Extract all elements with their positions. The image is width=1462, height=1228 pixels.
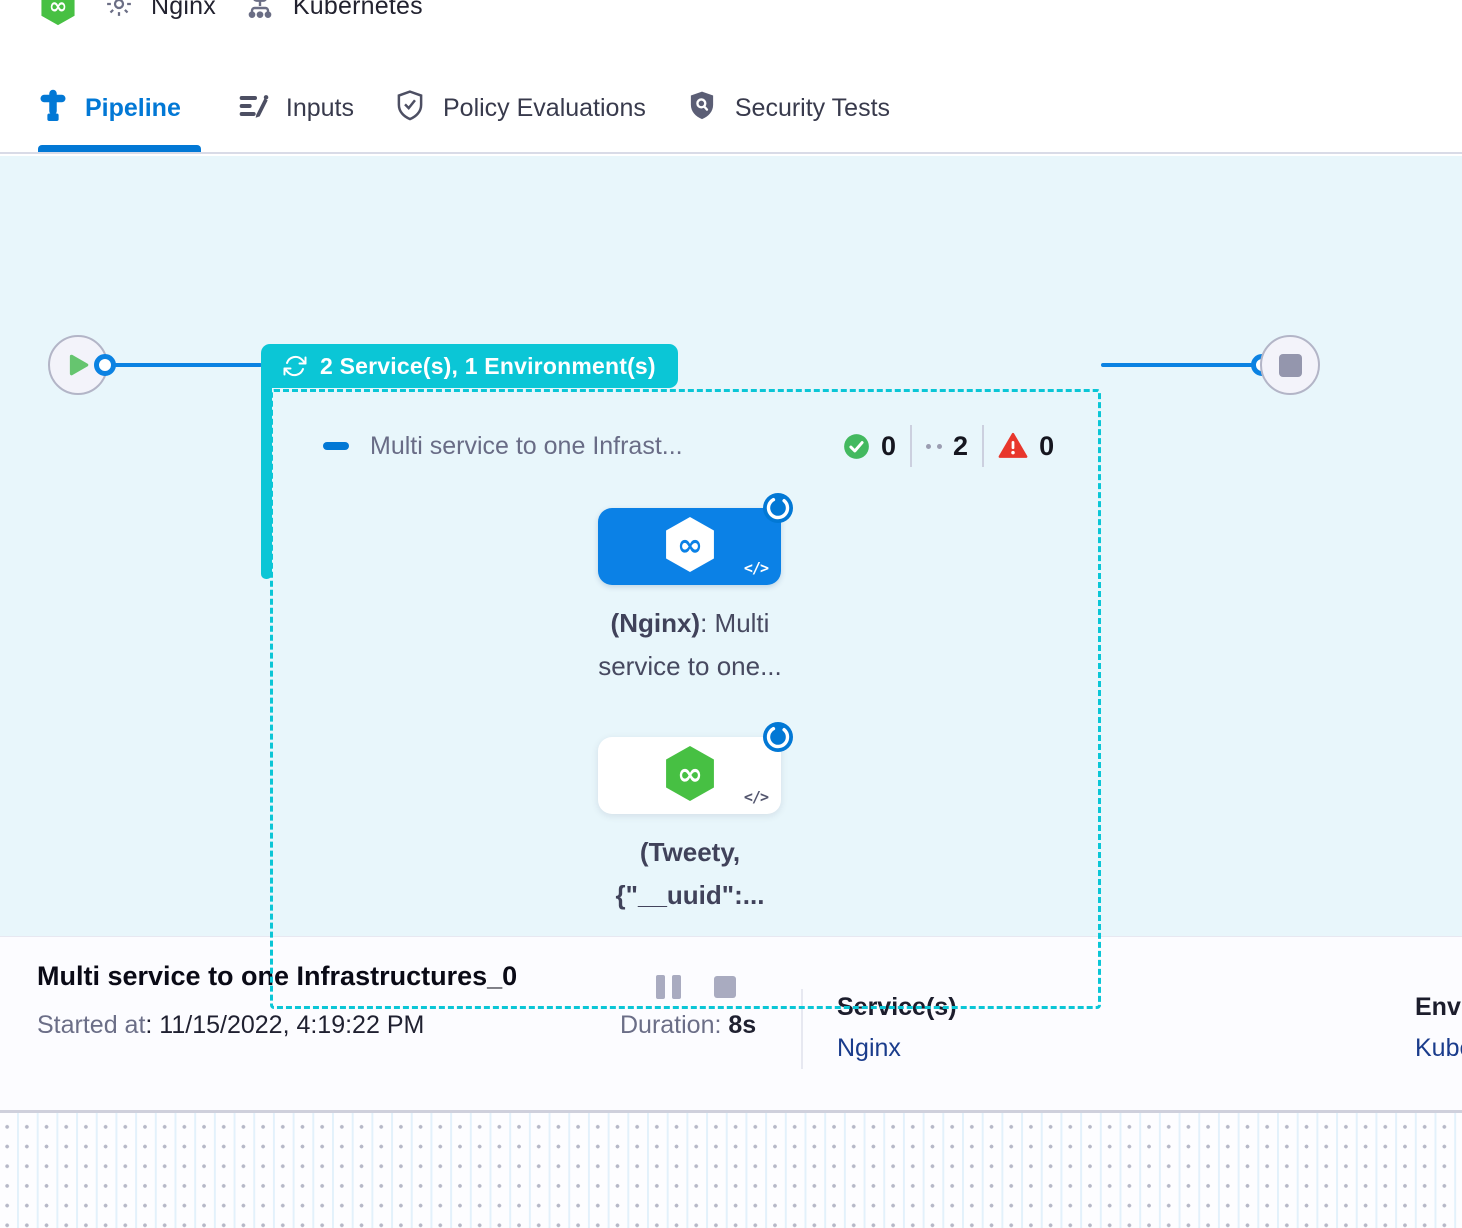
execution-summary-panel: Multi service to one Infrastructures_0 S…	[0, 936, 1462, 1110]
stage-header: Multi service to one Infrast...	[323, 424, 1063, 468]
pipeline-canvas[interactable]: 2 Service(s), 1 Environment(s) Multi ser…	[0, 156, 1462, 1009]
svg-text:∞: ∞	[49, 0, 68, 20]
execution-title: Multi service to one Infrastructures_0	[37, 961, 518, 991]
stage-group-box[interactable]	[270, 389, 1101, 1009]
code-icon: </>	[743, 559, 769, 577]
stage-selection-bar	[261, 370, 272, 579]
edge-start-to-stage	[114, 363, 262, 367]
duration-label: Duration:	[620, 1011, 729, 1039]
services-value-link[interactable]: Nginx	[837, 1034, 901, 1062]
svg-text:∞: ∞	[677, 756, 703, 792]
duration-row: Duration: 8s	[620, 1011, 756, 1040]
started-at-row: Started at: 11/15/2022, 4:19:22 PM	[37, 1011, 424, 1040]
failed-warning-icon	[998, 432, 1028, 460]
start-connector-dot[interactable]	[94, 354, 116, 376]
pause-button[interactable]	[656, 975, 681, 999]
code-icon: </>	[743, 788, 769, 806]
harness-service-icon: ∞	[40, 0, 76, 26]
gear-icon	[104, 0, 134, 24]
environment-icon	[244, 0, 276, 25]
stage-status-counts: 0 2 0	[843, 424, 1054, 468]
pipeline-icon	[38, 88, 68, 129]
node-label-tweety: (Tweety, {"__uuid":...	[615, 837, 765, 910]
execution-controls	[656, 975, 736, 999]
dot-grid-canvas[interactable]	[0, 1110, 1462, 1228]
started-at-value: : 11/15/2022, 4:19:22 PM	[145, 1011, 425, 1039]
breadcrumb: ∞ Nginx	[40, 0, 423, 28]
stage-services-badge[interactable]: 2 Service(s), 1 Environment(s)	[261, 344, 678, 388]
service-crumb-label: Nginx	[151, 0, 216, 20]
running-dots-icon	[926, 443, 943, 449]
service-node-nginx[interactable]: ∞ </>	[598, 493, 793, 585]
edge-stage-to-end	[1101, 363, 1258, 367]
success-count: 0	[881, 430, 897, 461]
pipeline-start-node	[48, 335, 108, 395]
environments-label: Environment(s)	[1415, 993, 1462, 1021]
tab-pipeline-label: Pipeline	[85, 93, 181, 122]
tab-bar: Pipeline Inputs	[0, 64, 1462, 154]
svg-text:∞: ∞	[677, 527, 703, 563]
stage-title: Multi service to one Infrast...	[370, 431, 683, 460]
duration-value: 8s	[728, 1011, 757, 1039]
service-crumb[interactable]: Nginx	[104, 0, 216, 24]
abort-button[interactable]	[714, 976, 736, 998]
running-count: 2	[953, 430, 969, 461]
started-at-label: Started at	[37, 1011, 146, 1039]
environment-crumb-label: Kubernetes	[292, 0, 423, 20]
environments-value-link[interactable]: Kubernetes	[1415, 1034, 1462, 1062]
node-label-nginx: (Nginx): Multi service to one...	[598, 608, 782, 681]
tab-security-tests-label: Security Tests	[734, 93, 891, 122]
harness-hexagon-icon: ∞	[664, 515, 716, 578]
running-spinner-icon	[762, 492, 794, 529]
divider	[910, 425, 913, 467]
tab-inputs-label: Inputs	[285, 93, 354, 122]
collapse-stage-icon[interactable]	[323, 442, 349, 450]
policy-shield-icon	[394, 89, 426, 128]
stop-icon	[1278, 353, 1302, 377]
environments-summary: Environment(s) Kubernetes	[1415, 993, 1462, 1063]
tab-inputs[interactable]: Inputs	[217, 64, 374, 152]
active-tab-underline	[38, 145, 201, 152]
environment-crumb[interactable]: Kubernetes	[244, 0, 423, 25]
tab-pipeline[interactable]: Pipeline	[38, 64, 217, 152]
failed-count: 0	[1039, 430, 1055, 461]
running-spinner-icon	[762, 721, 794, 758]
divider	[982, 425, 985, 467]
pipeline-end-node	[1260, 335, 1320, 395]
inputs-icon	[237, 90, 269, 127]
tab-security-tests[interactable]: Security Tests	[666, 64, 910, 152]
tab-policy-evaluations-label: Policy Evaluations	[442, 93, 646, 122]
stage-badge-label: 2 Service(s), 1 Environment(s)	[320, 352, 656, 379]
loop-icon	[283, 354, 307, 378]
service-node-tweety[interactable]: ∞ </>	[598, 722, 793, 814]
success-check-icon	[843, 433, 870, 460]
harness-hexagon-icon: ∞	[664, 744, 716, 807]
play-icon	[69, 354, 89, 376]
divider	[801, 989, 803, 1069]
breadcrumb-bar: ∞ Nginx	[0, 0, 1462, 64]
tab-policy-evaluations[interactable]: Policy Evaluations	[374, 64, 666, 152]
security-shield-icon	[686, 89, 718, 128]
